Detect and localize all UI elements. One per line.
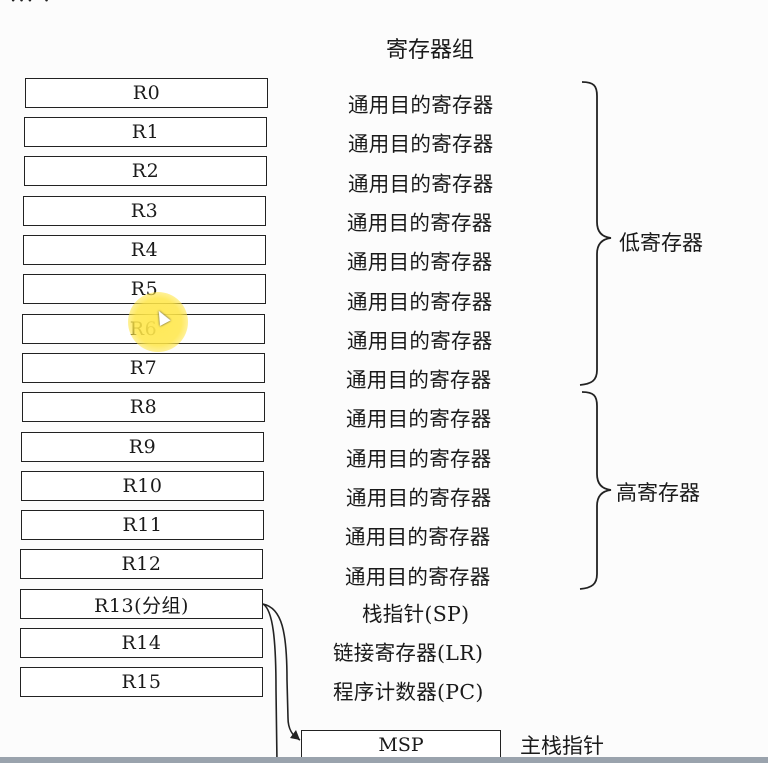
high-registers-brace bbox=[579, 391, 612, 590]
register-desc-r5: 通用目的寄存器 bbox=[347, 290, 493, 314]
register-box-r12: R12 bbox=[20, 549, 263, 579]
register-box-r8: R8 bbox=[22, 392, 265, 422]
register-box-r9: R9 bbox=[21, 432, 264, 462]
register-desc-r2: 通用目的寄存器 bbox=[348, 172, 494, 196]
register-desc-r0: 通用目的寄存器 bbox=[348, 93, 494, 117]
register-box-r7: R7 bbox=[22, 353, 265, 383]
register-desc-r3: 通用目的寄存器 bbox=[347, 211, 493, 235]
register-desc-r10: 通用目的寄存器 bbox=[346, 486, 492, 510]
register-desc-r11: 通用目的寄存器 bbox=[345, 525, 491, 549]
banked-stack-arrow bbox=[262, 603, 301, 741]
high-registers-label: 高寄存器 bbox=[616, 481, 700, 505]
bottom-scrollbar[interactable] bbox=[0, 757, 768, 763]
register-box-r2: R2 bbox=[24, 156, 267, 186]
register-box-r15: R15 bbox=[20, 667, 263, 697]
cropped-header-text: ··· · bbox=[10, 0, 52, 12]
msp-desc: 主栈指针 bbox=[520, 734, 604, 758]
register-desc-r14: 链接寄存器(LR) bbox=[333, 641, 484, 665]
register-desc-r9: 通用目的寄存器 bbox=[346, 447, 492, 471]
register-box-r0: R0 bbox=[25, 78, 268, 108]
register-box-msp: MSP bbox=[301, 730, 501, 760]
low-registers-label: 低寄存器 bbox=[619, 231, 703, 255]
banked-stack-line-2 bbox=[262, 603, 278, 763]
register-box-r3: R3 bbox=[23, 196, 266, 226]
register-box-r14: R14 bbox=[20, 628, 263, 658]
register-box-r4: R4 bbox=[23, 235, 266, 265]
register-box-r13: R13(分组) bbox=[20, 589, 263, 619]
diagram-title: 寄存器组 bbox=[385, 38, 474, 63]
register-box-r10: R10 bbox=[21, 471, 264, 501]
register-box-r1: R1 bbox=[24, 117, 267, 147]
register-desc-r7: 通用目的寄存器 bbox=[346, 368, 492, 392]
register-desc-r6: 通用目的寄存器 bbox=[347, 329, 493, 353]
cursor-highlight bbox=[128, 292, 188, 352]
register-box-r11: R11 bbox=[21, 510, 264, 540]
register-desc-r13: 栈指针(SP) bbox=[362, 602, 470, 626]
register-desc-r12: 通用目的寄存器 bbox=[345, 565, 491, 589]
banked-stack-arrowhead bbox=[290, 730, 300, 740]
low-registers-brace bbox=[579, 81, 612, 386]
register-desc-r8: 通用目的寄存器 bbox=[346, 407, 492, 431]
register-desc-r1: 通用目的寄存器 bbox=[348, 132, 494, 156]
register-desc-r15: 程序计数器(PC) bbox=[333, 680, 484, 704]
register-desc-r4: 通用目的寄存器 bbox=[347, 250, 493, 274]
